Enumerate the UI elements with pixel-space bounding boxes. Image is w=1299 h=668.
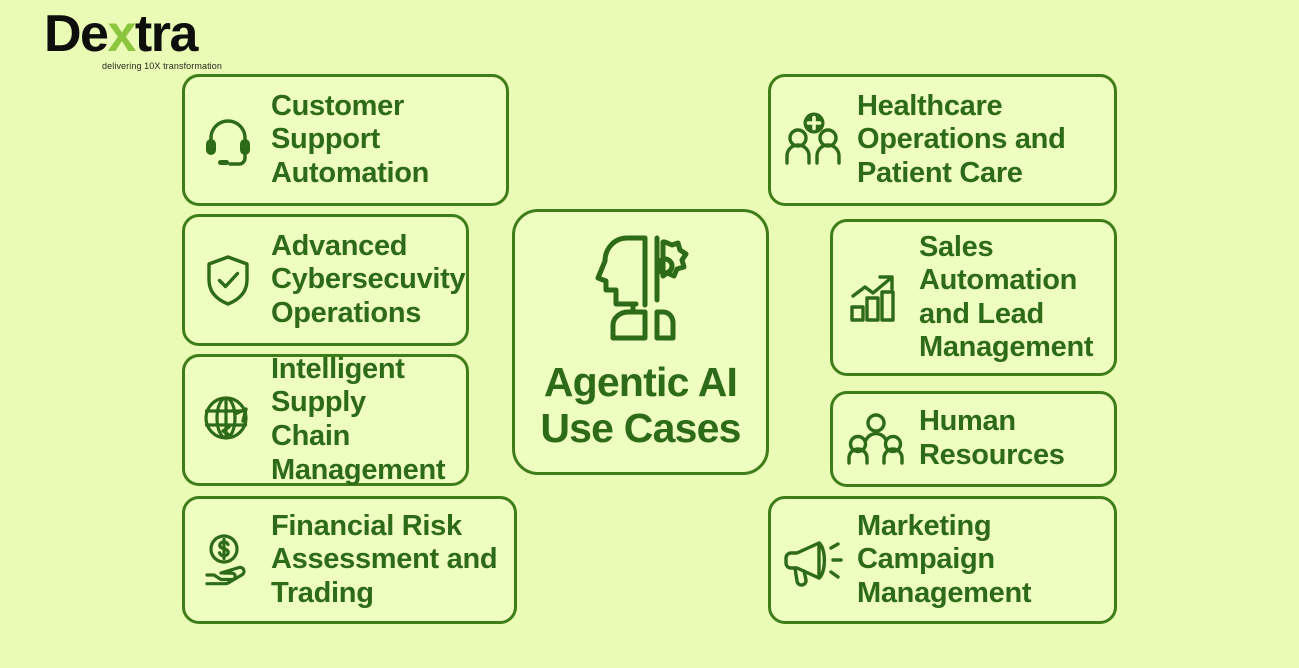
brand-wordmark-accent: x [107, 5, 136, 63]
use-case-card-sales[interactable]: Sales Automation and Lead Management [830, 219, 1117, 376]
use-case-label-financial-risk: Financial Risk Assessment and Trading [271, 509, 498, 611]
card-label-line: Human [919, 405, 1016, 438]
card-label-line: Sales [919, 231, 994, 264]
card-label-line: Operations [271, 296, 422, 329]
center-title-line: Agentic AI [543, 359, 738, 406]
card-label-line: Resources [919, 439, 1065, 471]
bar-chart-growth-icon [845, 267, 907, 329]
use-case-label-human-resources: Human Resources [919, 405, 1065, 472]
people-group-icon [845, 408, 907, 470]
brand-tagline: delivering 10X transformation [102, 61, 222, 71]
brand-logo: Dextra delivering 10X transformation [44, 8, 304, 71]
headset-icon [197, 109, 259, 171]
card-label-line: Campaign [857, 543, 995, 576]
card-label-line: Intelligent [271, 352, 405, 385]
center-title-line: Use Cases [540, 405, 741, 451]
card-label-line: Automation [919, 264, 1078, 297]
card-label-line: Management [919, 330, 1094, 363]
center-card-agentic-ai-use-cases[interactable]: Agentic AI Use Cases [512, 209, 769, 475]
card-label-line: Financial Risk [271, 509, 462, 542]
center-card-title: Agentic AI Use Cases [540, 359, 741, 452]
use-case-label-healthcare: Healthcare Operations and Patient Care [857, 90, 1066, 191]
use-case-card-human-resources[interactable]: Human Resources [830, 391, 1117, 487]
card-label-line: Support [271, 123, 381, 156]
ai-head-gear-icon [585, 228, 697, 356]
card-label-line: Patient Care [857, 156, 1023, 189]
card-label-line: Automation [271, 156, 430, 189]
shield-check-icon [197, 249, 259, 311]
brand-wordmark-part2: tra [134, 5, 198, 63]
use-case-label-marketing: Marketing Campaign Management [857, 509, 1032, 611]
card-label-line: Assessment and [271, 543, 498, 576]
globe-arrow-icon [197, 389, 259, 451]
card-label-line: Cybersecuvity [271, 263, 466, 296]
card-label-line: Management [271, 453, 446, 486]
people-medical-cross-icon [783, 109, 845, 171]
card-label-line: Healthcare [857, 89, 1003, 122]
card-label-line: Advanced [271, 229, 408, 262]
use-case-card-supply-chain[interactable]: Intelligent Supply Chain Management [182, 353, 469, 488]
use-case-label-sales: Sales Automation and Lead Management [919, 231, 1094, 363]
use-case-card-marketing[interactable]: Marketing Campaign Management [768, 496, 1117, 624]
card-label-line: and Lead [919, 297, 1044, 330]
card-label-line: Customer [271, 89, 404, 122]
use-case-card-financial-risk[interactable]: Financial Risk Assessment and Trading [182, 496, 517, 624]
use-case-card-customer-support[interactable]: Customer Support Automation [182, 74, 509, 206]
use-case-label-supply-chain: Intelligent Supply Chain Management [271, 353, 452, 488]
use-case-card-cybersecurity[interactable]: Advanced Cybersecuvity Operations [182, 214, 469, 346]
use-case-label-customer-support: Customer Support Automation [271, 90, 429, 191]
card-label-line: Management [857, 576, 1032, 609]
card-label-line: Supply Chain [271, 386, 366, 452]
brand-wordmark: Dextra [44, 8, 304, 60]
megaphone-icon [783, 529, 845, 591]
card-label-line: Marketing [857, 509, 992, 542]
card-label-line: Trading [271, 576, 374, 609]
use-case-card-healthcare[interactable]: Healthcare Operations and Patient Care [768, 74, 1117, 206]
hand-dollar-coin-icon [197, 529, 259, 591]
brand-wordmark-part1: De [44, 5, 109, 63]
use-case-label-cybersecurity: Advanced Cybersecuvity Operations [271, 229, 466, 331]
card-label-line: Operations and [857, 123, 1066, 156]
